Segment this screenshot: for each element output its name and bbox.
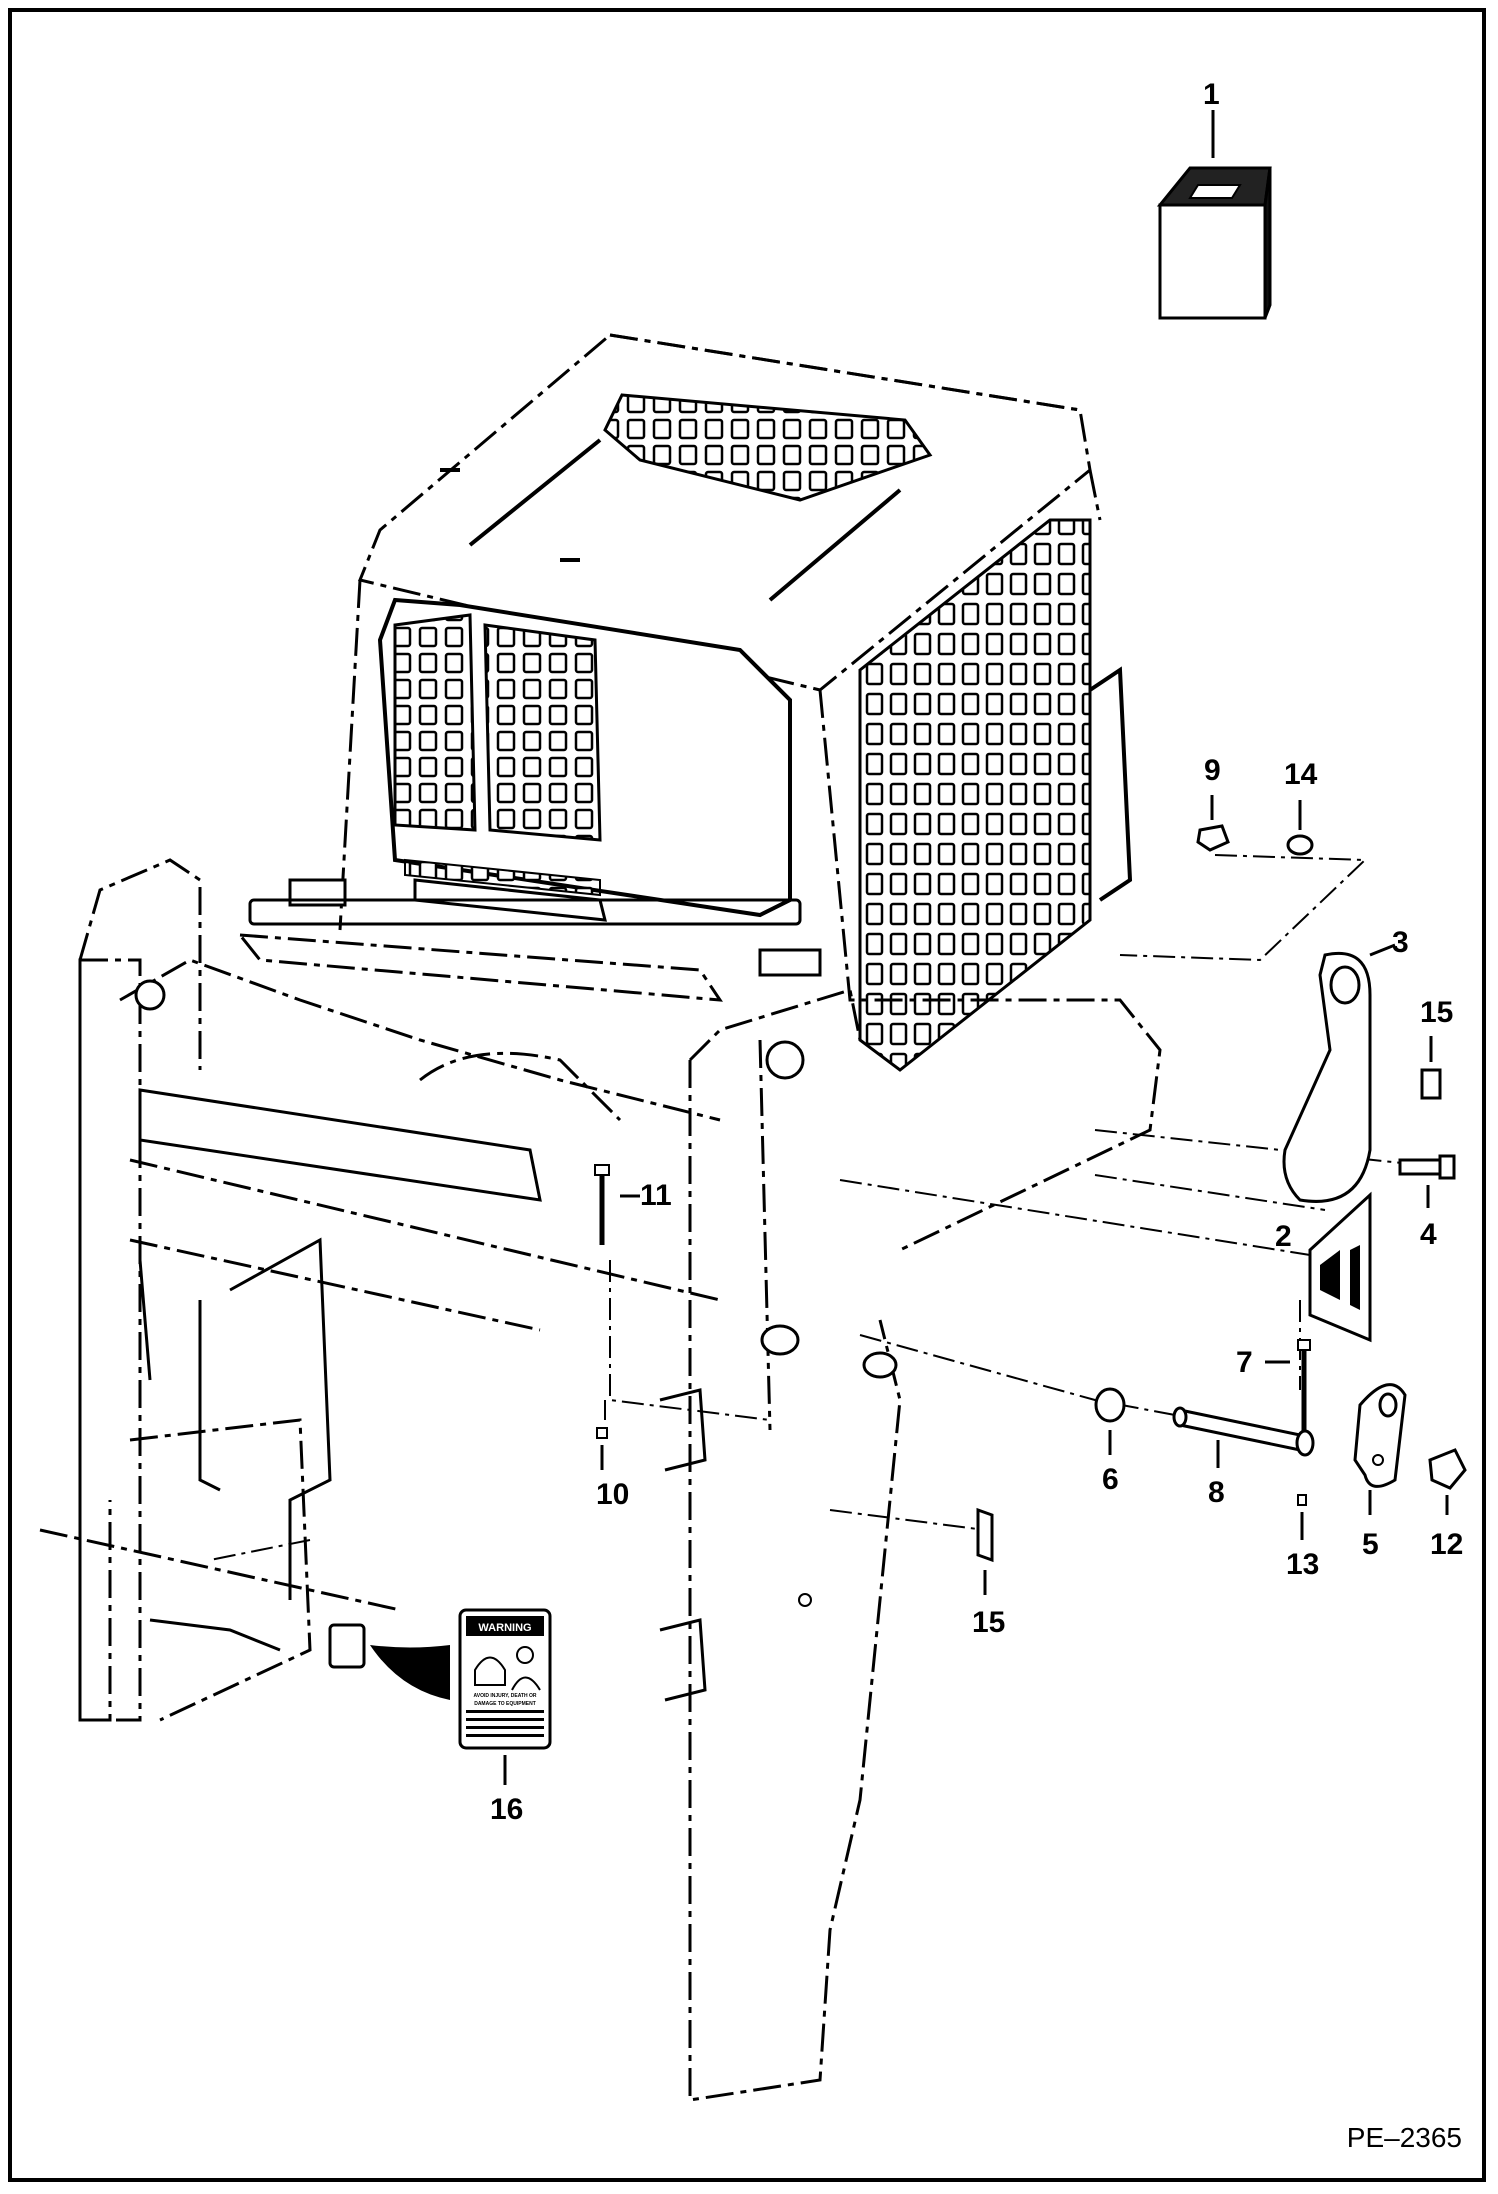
cab-side-window	[858, 518, 1133, 1072]
callout-4: 4	[1420, 1218, 1437, 1251]
part-16-warning-decal: WARNING AVOID INJURY, DEATH OR DAMAGE TO…	[328, 1608, 552, 1785]
part-7-bolt	[1265, 1339, 1311, 1440]
callout-1: 1	[1203, 78, 1220, 111]
warning-line-2: DAMAGE TO EQUIPMENT	[474, 1701, 536, 1707]
callout-16: 16	[490, 1793, 524, 1826]
part-8-pin	[1172, 1406, 1315, 1468]
left-inner-channel	[138, 1237, 332, 1652]
callout-5: 5	[1362, 1528, 1379, 1561]
right-upright	[688, 988, 902, 2102]
part-15-tag-upper	[1420, 1036, 1442, 1100]
callout-10: 10	[596, 1478, 630, 1511]
warning-line-1: AVOID INJURY, DEATH OR	[474, 1693, 537, 1699]
callout-2: 2	[1275, 1220, 1292, 1253]
part-4-bolt	[1398, 1154, 1456, 1208]
part-3-link-plate	[1282, 943, 1396, 1203]
cab-front-window	[377, 597, 792, 922]
roof-slots	[440, 438, 902, 602]
cross-beam	[138, 933, 723, 1202]
part-11-bolt	[594, 1164, 640, 1245]
part-12-nut	[1428, 1448, 1467, 1515]
part-14-washer	[1286, 800, 1314, 856]
cab-hinges	[248, 878, 822, 977]
center-drum	[419, 1051, 622, 1122]
callout-9: 9	[1204, 754, 1221, 787]
assembly-lines	[209, 854, 1421, 1561]
part-15-tag-lower	[976, 1507, 994, 1595]
callout-8: 8	[1208, 1476, 1225, 1509]
callout-15-lower: 15	[972, 1606, 1006, 1639]
callout-15-upper: 15	[1420, 996, 1454, 1029]
callout-13: 13	[1286, 1548, 1320, 1581]
cab-outline	[338, 469, 1162, 1252]
drawing-border	[8, 8, 1486, 2182]
part-10-nut	[596, 1427, 608, 1470]
callout-12: 12	[1430, 1528, 1464, 1561]
figure-id: PE–2365	[1346, 2122, 1462, 2153]
part-5-latch	[1353, 1383, 1407, 1515]
left-support-column	[78, 958, 166, 1722]
callout-6: 6	[1102, 1463, 1119, 1496]
part-9-nut	[1196, 795, 1230, 852]
part-1-box	[1156, 110, 1272, 320]
callout-14: 14	[1284, 758, 1318, 791]
part-13-pin	[1297, 1494, 1307, 1540]
callout-7: 7	[1236, 1346, 1253, 1379]
part-6-bushing	[1094, 1387, 1126, 1455]
roof-vent-grille	[603, 393, 933, 502]
right-upright-fittings	[659, 1040, 898, 1702]
part-2-decal	[1308, 1191, 1372, 1343]
warning-heading: WARNING	[478, 1622, 531, 1634]
callout-11: 11	[640, 1179, 672, 1212]
callout-3: 3	[1392, 926, 1409, 959]
